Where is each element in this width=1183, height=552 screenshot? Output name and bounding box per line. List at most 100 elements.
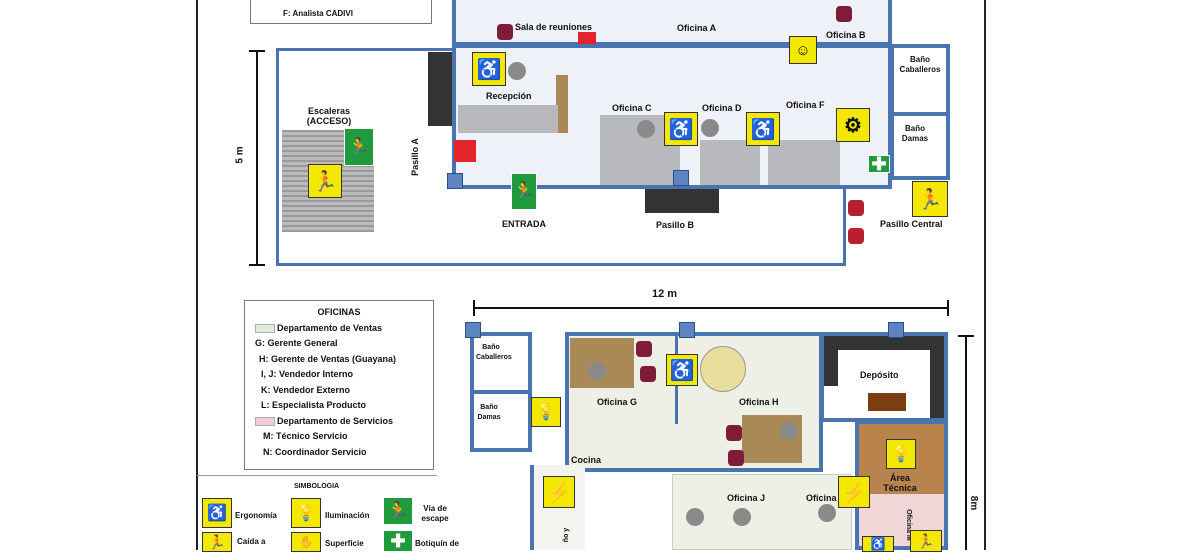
legend-item: H: Gerente de Ventas (Guayana) (259, 353, 397, 364)
ergonomics-icon: ♿ (862, 536, 894, 552)
legend-item: K: Vendedor Externo (261, 384, 351, 395)
chair (818, 504, 836, 522)
column (447, 173, 463, 189)
door-mat (645, 189, 719, 213)
room-office-h: Oficina H (739, 397, 779, 407)
lightbulb-icon: 💡 (886, 439, 916, 469)
lightbulb-icon: 💡 (291, 498, 321, 528)
chair (726, 425, 742, 441)
offices-legend: OFICINAS Departamento de Ventas G: Geren… (244, 300, 434, 470)
symbol-label: Botiquín de (415, 539, 459, 548)
fall-hazard-icon: 🏃 (912, 181, 948, 217)
ergonomics-icon: ♿ (202, 498, 232, 528)
top-rooms-row (452, 0, 892, 46)
ergonomics-icon: ♿ (472, 52, 506, 86)
column (888, 322, 904, 338)
room-office-f: Oficina F (786, 100, 825, 110)
chair (733, 508, 751, 526)
column (679, 322, 695, 338)
room-hall-a: Pasillo A (409, 138, 420, 176)
chair (701, 119, 719, 137)
dimension-tick (473, 300, 475, 316)
dimension-line-12m (474, 307, 948, 309)
desk-f (768, 140, 840, 185)
legend-item: N: Coordinador Servicio (263, 446, 367, 457)
room-office-j: Oficina J (727, 493, 766, 503)
red-box (578, 32, 596, 44)
dimension-tick (947, 300, 949, 316)
electrical-hazard-icon: ⚡ (543, 476, 575, 508)
round-table (700, 346, 746, 392)
legend-item: Departamento de Servicios (255, 414, 423, 430)
symbol-label: Iluminación (325, 511, 370, 520)
offices-legend-title: OFICINAS (317, 307, 361, 317)
legend-item-f: F: Analista CADIVI (283, 9, 353, 18)
room-office-a: Oficina A (677, 23, 717, 33)
reception-counter (458, 105, 558, 133)
bath-divider (470, 390, 532, 394)
dimension-label-12m: 12 m (652, 288, 678, 300)
legend-item: L: Especialista Producto (261, 400, 367, 410)
dimension-tick (249, 264, 265, 266)
room-hall-central: Pasillo Central (880, 219, 943, 229)
boxes (868, 393, 906, 411)
storage-shelves-left (824, 336, 838, 386)
chair (728, 450, 744, 466)
fall-icon: 🏃 (202, 532, 232, 552)
storage-shelves-top (824, 336, 944, 350)
chair (836, 6, 852, 22)
room-tech-area: Área Técnica (883, 473, 917, 493)
chair (497, 24, 513, 40)
emergency-exit-icon: 🏃 (383, 497, 413, 525)
ergonomics-icon: ♿ (664, 112, 698, 146)
emergency-exit-icon: 🏃 (511, 173, 537, 210)
column (673, 170, 689, 186)
room-office-b: Oficina B (826, 30, 866, 40)
dimension-line-8m (965, 336, 967, 550)
emergency-exit-icon: 🏃 (344, 128, 374, 166)
dimension-tick (958, 335, 974, 337)
room-reception: Recepción (486, 91, 532, 101)
reception-desk (556, 75, 568, 133)
room-stairs: Escaleras (ACCESO) (306, 106, 352, 126)
chair (636, 341, 652, 357)
noise-icon: ☺ (789, 36, 817, 64)
fire-extinguisher-icon (454, 140, 476, 162)
room-bath-women-b: Baño Damas (477, 404, 501, 421)
electrical-hazard-icon: ⚡ (838, 476, 870, 508)
room-bath-men: Baño Caballeros (899, 55, 941, 74)
dimension-label-5m: 5 m (234, 146, 246, 164)
chair (780, 422, 798, 440)
dimension-label-8m: 8m (968, 495, 980, 511)
chair (640, 366, 656, 382)
stairs-block (428, 52, 452, 126)
ergonomics-icon: ♿ (666, 354, 698, 386)
slippery-surface-icon: ✋ (291, 532, 321, 552)
room-office-d: Oficina D (702, 103, 742, 113)
desk-d (700, 140, 760, 185)
top-legend-box: F: Analista CADIVI (250, 0, 432, 24)
bath-divider (890, 112, 950, 116)
symbol-label: Ergonomía (235, 511, 277, 520)
stairs-fall-icon: 🏃 (308, 164, 342, 198)
chair (686, 508, 704, 526)
room-bath-women: Baño Damas (901, 124, 929, 143)
waiting-seats (848, 228, 864, 244)
room-hall-b: Pasillo B (656, 220, 695, 230)
room-office-g: Oficina G (597, 397, 638, 407)
first-aid-icon: ✚ (868, 154, 890, 174)
dimension-tick (249, 50, 265, 52)
room-partial: ño y (563, 527, 571, 543)
waiting-seats (848, 200, 864, 216)
room-meeting: Sala de reuniones (515, 22, 593, 32)
chair (508, 62, 526, 80)
page-border-left (196, 0, 198, 550)
lightbulb-icon: 💡 (531, 397, 561, 427)
symbology-divider (197, 475, 437, 476)
room-office-c: Oficina C (612, 103, 652, 113)
legend-item: M: Técnico Servicio (263, 431, 348, 441)
symbol-label: Caída a (237, 537, 266, 546)
fall-icon: 🏃 (910, 530, 942, 552)
page-border-right (984, 0, 986, 550)
column (465, 322, 481, 338)
